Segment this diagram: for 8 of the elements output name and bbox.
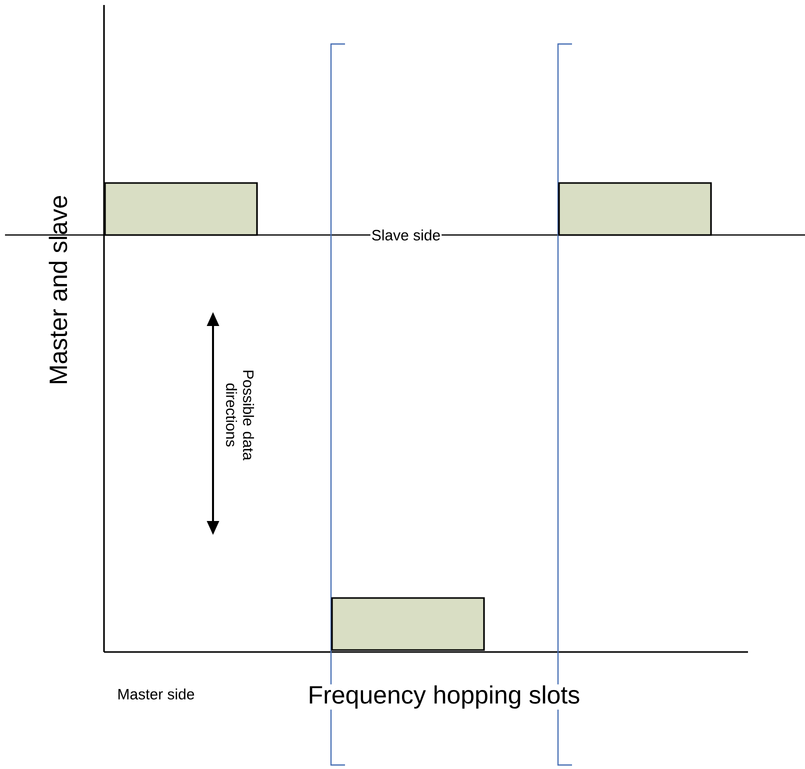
- time-slot: [104, 182, 258, 236]
- time-slot: [331, 597, 485, 651]
- direction-label: Possible data directions: [225, 349, 256, 481]
- axis-title: Master and slave: [48, 196, 68, 384]
- side-label: Slave side: [370, 228, 442, 242]
- side-label: Master side: [118, 688, 194, 700]
- time-slot: [558, 182, 712, 236]
- axis-title: Frequency hopping slots: [306, 684, 582, 710]
